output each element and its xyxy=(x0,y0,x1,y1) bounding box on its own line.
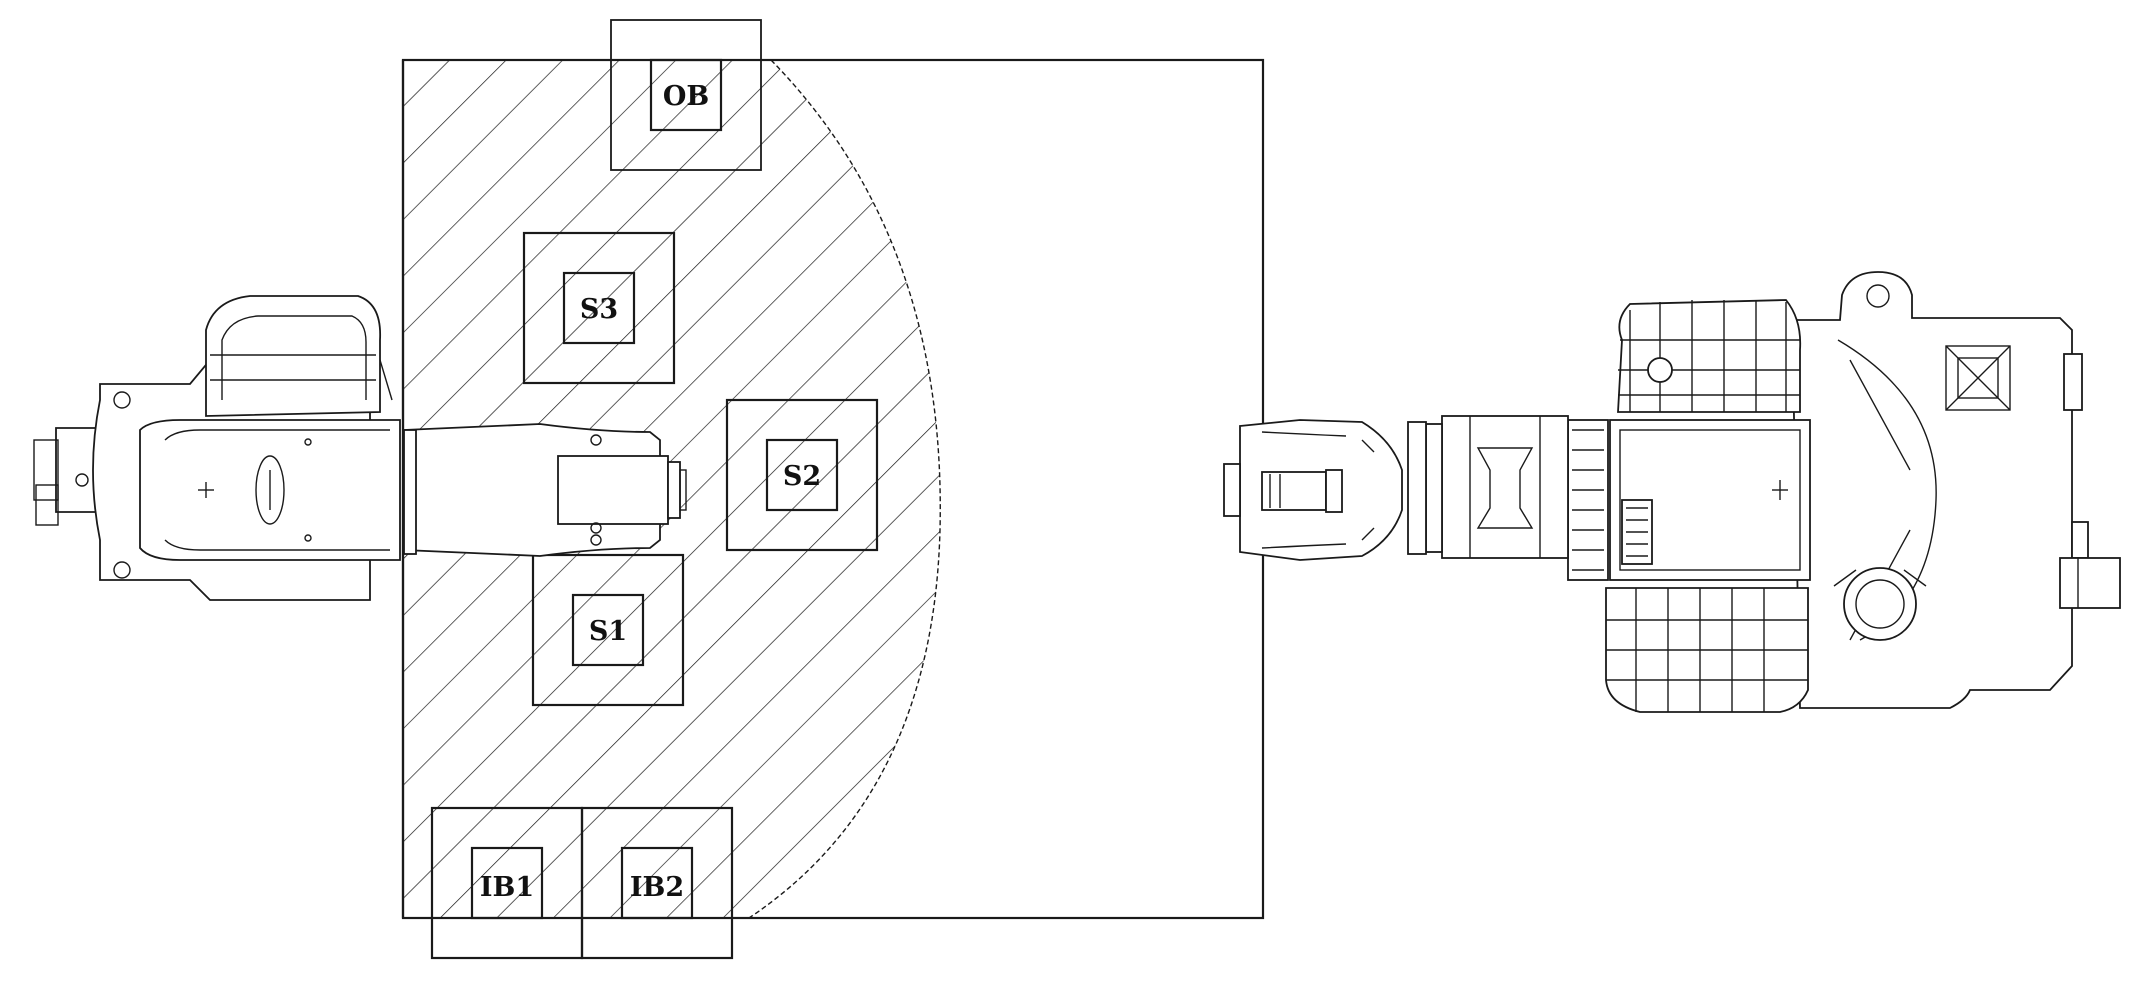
station-label: OB xyxy=(663,81,709,112)
left-robot xyxy=(33,295,687,601)
station-label: IB2 xyxy=(630,872,684,903)
station-label: S1 xyxy=(589,616,627,647)
station-ob: OB xyxy=(610,19,762,171)
station-s3: S3 xyxy=(522,231,676,385)
station-label: IB1 xyxy=(480,872,534,903)
right-robot xyxy=(1223,271,2121,713)
station-label: S3 xyxy=(580,294,618,325)
station-s2: S2 xyxy=(725,398,879,552)
station-label: S2 xyxy=(783,461,821,492)
station-ib2: IB2 xyxy=(580,806,734,960)
station-s1: S1 xyxy=(531,553,685,707)
